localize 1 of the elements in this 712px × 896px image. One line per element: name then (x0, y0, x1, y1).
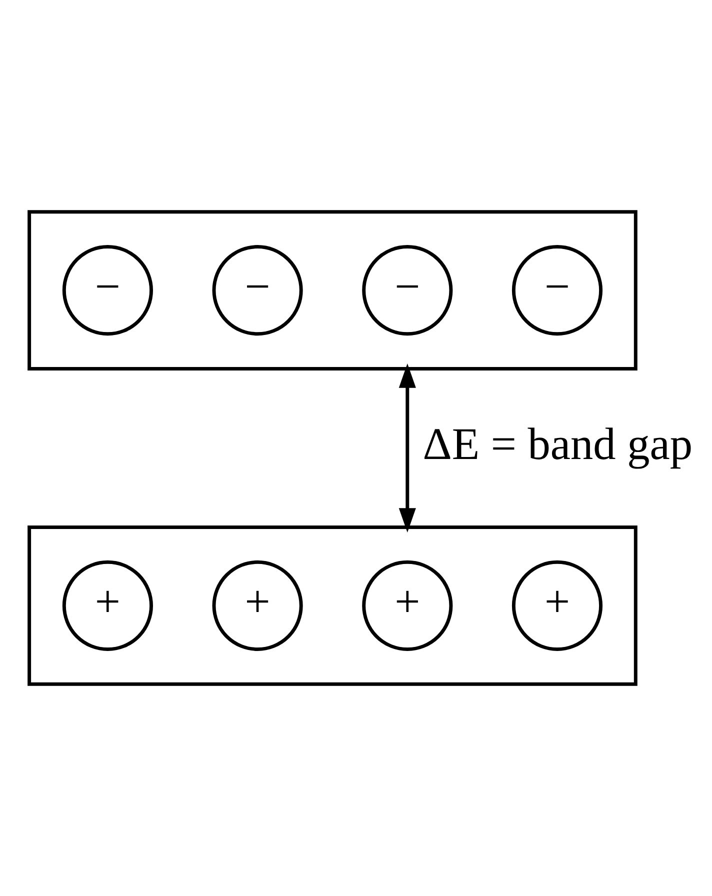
edge-label: ΔE = band gap (422, 418, 693, 469)
